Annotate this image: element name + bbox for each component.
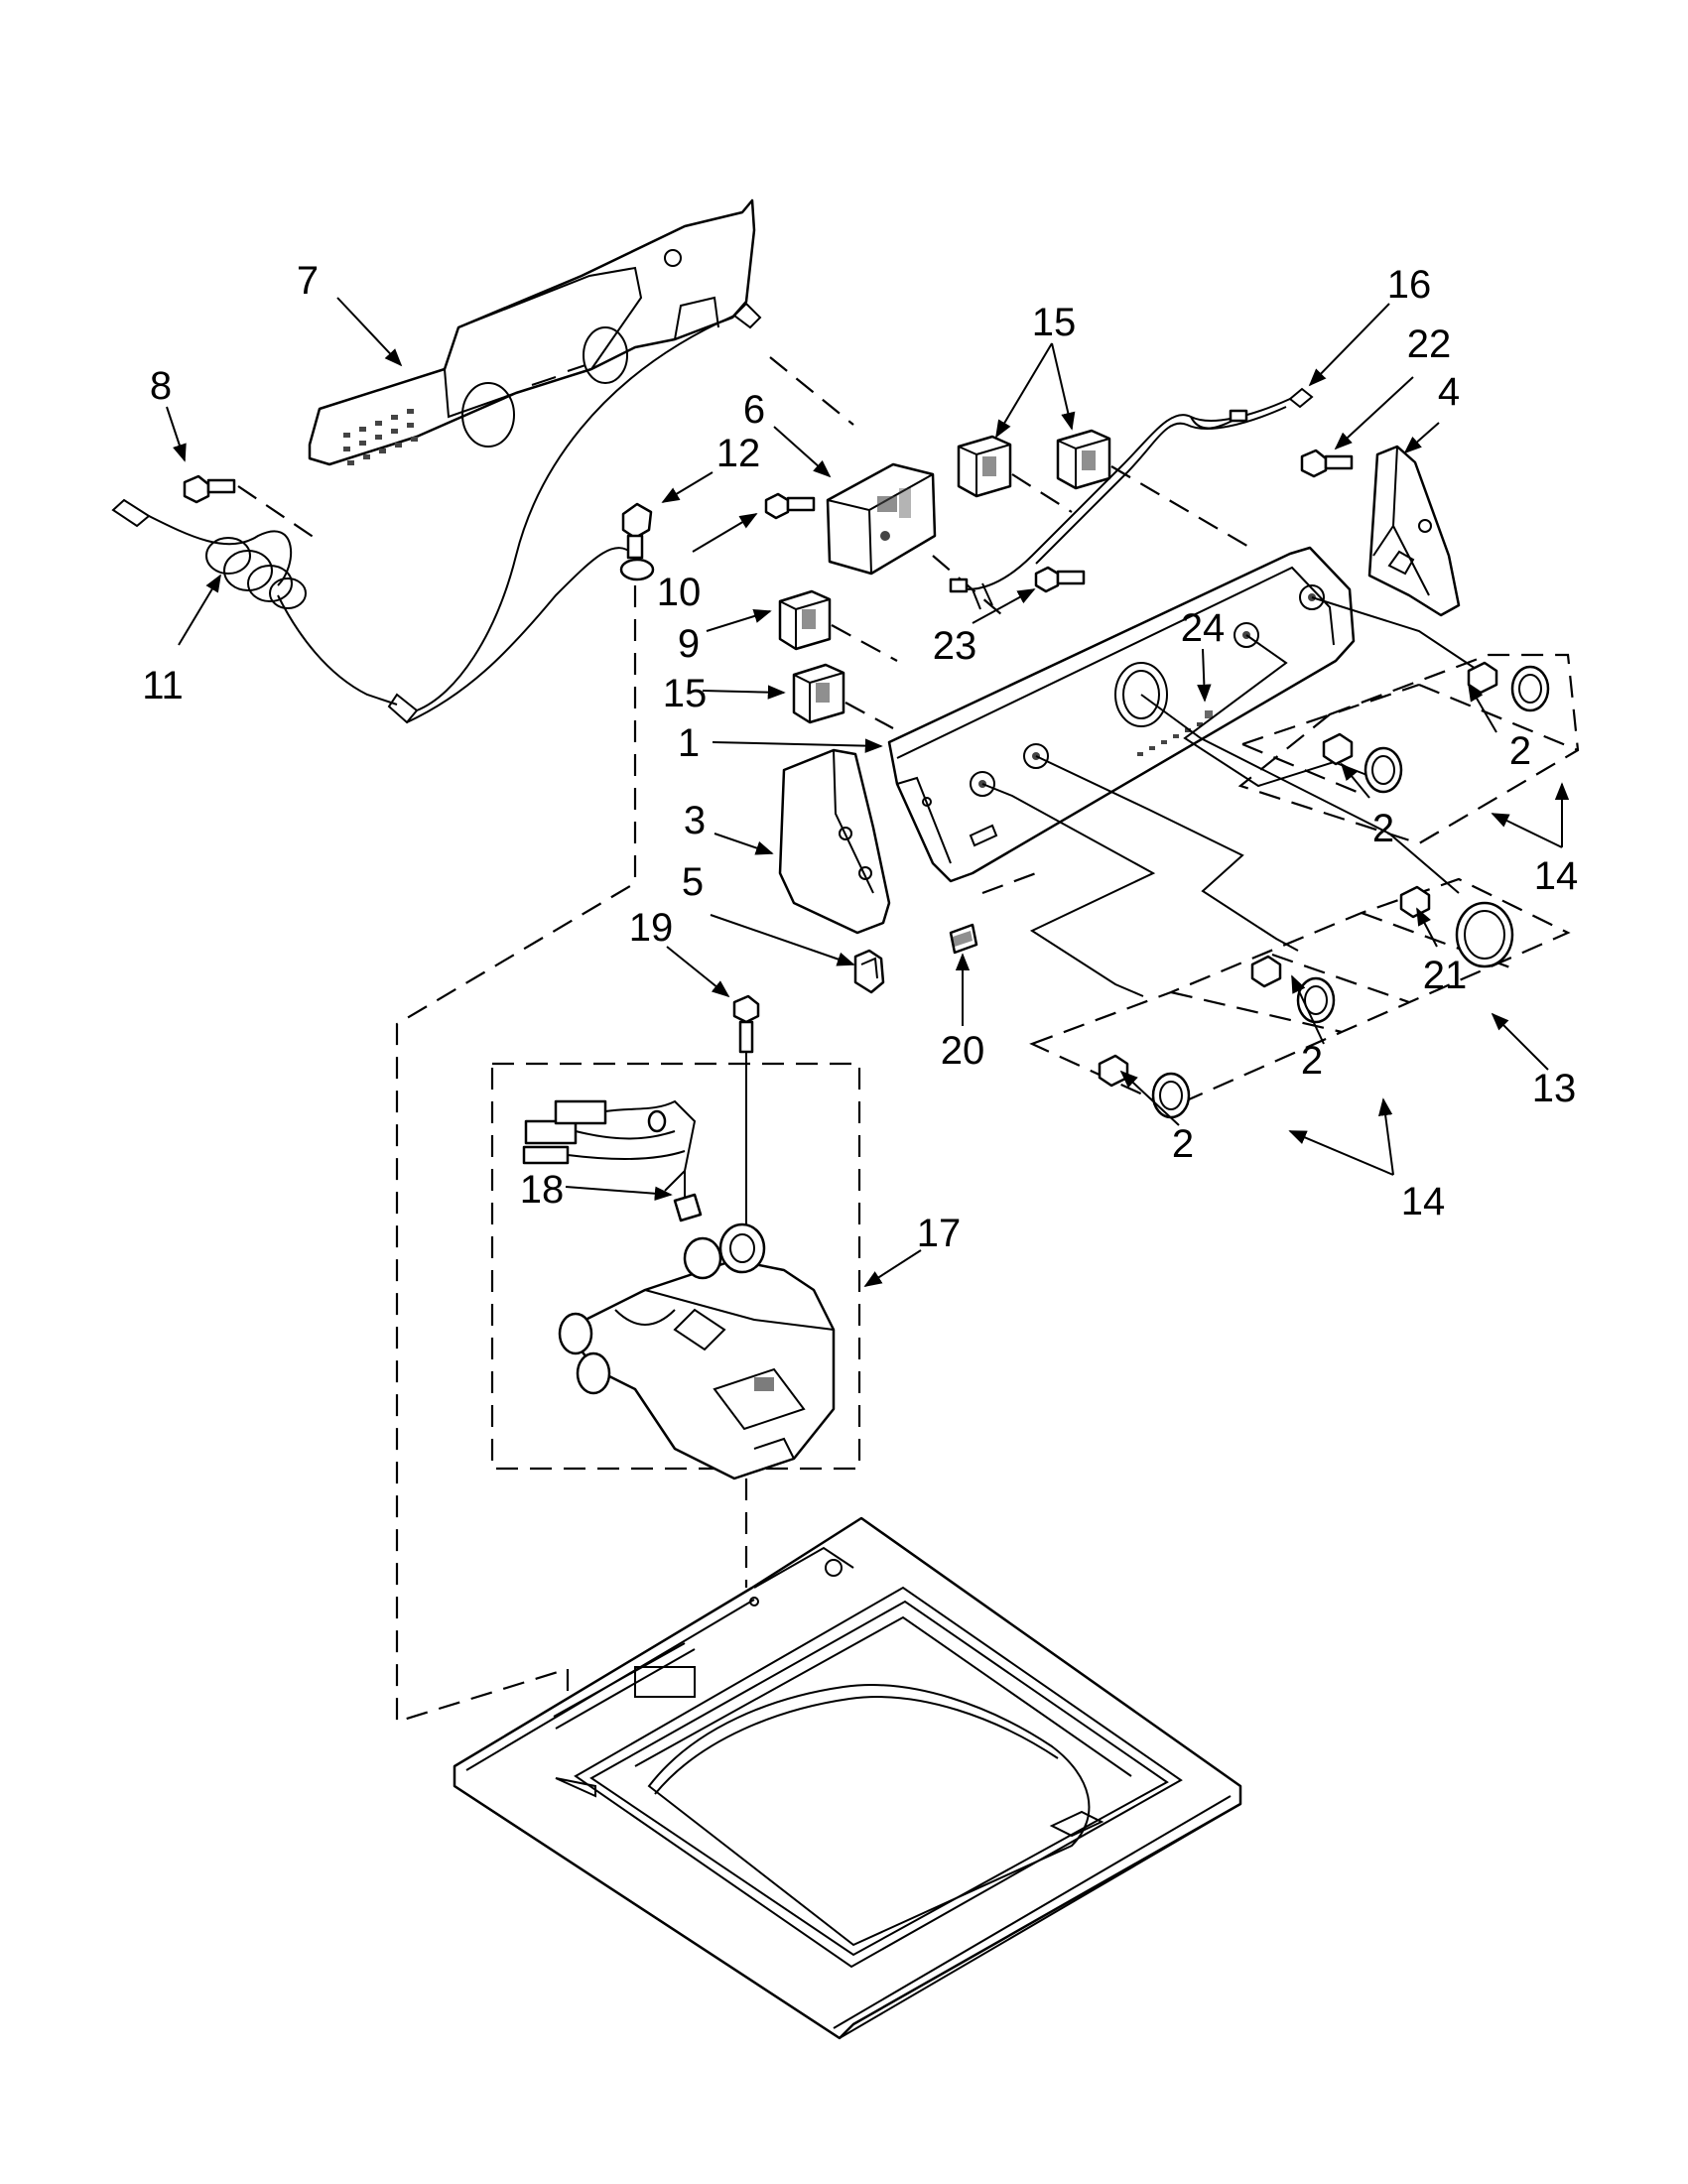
water-valve-assembly — [558, 1222, 836, 1480]
knob-mid-low — [1250, 955, 1336, 1024]
power-cord — [111, 302, 762, 724]
panel-screw — [183, 474, 236, 504]
board-screw — [764, 492, 816, 520]
callout-12: 12 — [716, 432, 761, 475]
callout-labels: 7 8 6 12 15 16 22 4 10 9 23 24 11 15 1 3… — [142, 259, 1578, 1255]
indicator-lens — [949, 923, 978, 955]
knob-line-a — [981, 783, 1156, 997]
callout-6: 6 — [743, 388, 765, 432]
callout-5: 5 — [682, 860, 704, 904]
control-console — [887, 546, 1356, 883]
callout-11: 11 — [142, 664, 184, 707]
switch-left-low — [792, 663, 845, 724]
callout-2-a: 2 — [1509, 729, 1531, 773]
callout-4: 4 — [1438, 370, 1460, 414]
knob-box-right-inner — [1241, 683, 1579, 752]
clip — [853, 949, 885, 994]
right-end-cap — [1367, 445, 1461, 617]
callout-1: 1 — [678, 721, 700, 765]
callout-15-top: 15 — [1032, 301, 1077, 344]
callout-8: 8 — [150, 364, 172, 408]
screw-19 — [732, 994, 760, 1054]
callout-17: 17 — [917, 1212, 962, 1255]
callout-13: 13 — [1532, 1067, 1577, 1110]
callout-10: 10 — [657, 571, 702, 614]
knob-box-right-edge — [1241, 742, 1363, 796]
callout-2-b: 2 — [1372, 807, 1394, 850]
ground-dash-line — [395, 585, 637, 1724]
callout-20: 20 — [941, 1029, 985, 1073]
callout-2-d: 2 — [1172, 1122, 1194, 1166]
console-screw — [1034, 566, 1086, 593]
callout-14-b: 14 — [1401, 1180, 1446, 1223]
callout-22: 22 — [1407, 322, 1452, 366]
callout-14-a: 14 — [1534, 854, 1579, 898]
knob-line-e — [1311, 596, 1480, 672]
valve-dash-box — [490, 1062, 861, 1471]
callout-15-low: 15 — [663, 672, 708, 715]
callout-2-c: 2 — [1301, 1039, 1323, 1083]
knob-box-bottom-outer — [1029, 877, 1571, 1109]
callout-arrows — [166, 297, 1570, 1287]
rear-console-panel — [308, 198, 756, 466]
assembly-line — [769, 356, 854, 426]
switch-dash-1 — [1011, 473, 1073, 513]
left-end-cap — [778, 748, 891, 935]
callout-16: 16 — [1387, 263, 1432, 307]
callout-9: 9 — [678, 622, 700, 666]
screw-dash — [237, 485, 319, 541]
callout-19: 19 — [629, 906, 674, 950]
knob-line-b — [1035, 755, 1299, 952]
control-board — [826, 462, 937, 576]
wire-harness — [949, 387, 1314, 610]
callout-23: 23 — [933, 624, 977, 668]
wiring-harness-18 — [522, 1099, 703, 1222]
knob-mid-right — [1322, 732, 1403, 794]
switch-top-right — [1056, 429, 1111, 490]
top-cover — [453, 1516, 1242, 2040]
lens-dash — [981, 871, 1037, 895]
knob-line-c — [1140, 694, 1460, 894]
end-cap-screw — [1300, 449, 1354, 478]
switch-left-mid — [778, 589, 832, 651]
switch-top-left — [957, 435, 1012, 498]
knob-large — [1399, 885, 1514, 968]
knob-low — [1098, 1054, 1191, 1119]
switch-dash-2 — [1110, 465, 1251, 549]
callout-18: 18 — [520, 1168, 565, 1212]
callout-24: 24 — [1181, 606, 1226, 650]
callout-21: 21 — [1423, 954, 1468, 997]
callout-3: 3 — [684, 799, 706, 842]
callout-7: 7 — [297, 259, 319, 303]
knob-line-d — [1183, 634, 1370, 788]
switch-dash-4 — [844, 702, 894, 729]
switch-dash-3 — [831, 624, 898, 662]
ground-screw — [619, 502, 655, 581]
